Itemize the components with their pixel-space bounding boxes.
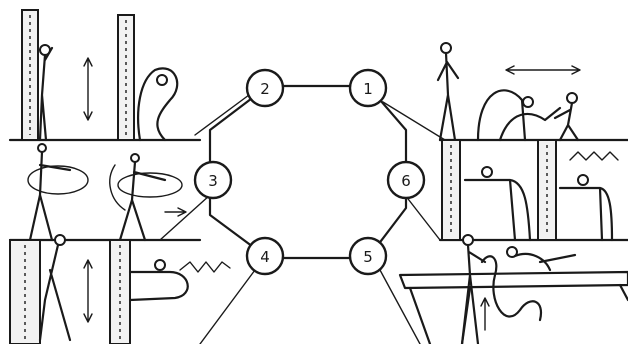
panel-station-1	[438, 43, 628, 140]
station-3-label: 3	[208, 172, 218, 190]
station-6-label: 6	[401, 172, 411, 190]
station-2-label: 2	[260, 80, 270, 98]
station-1: 1	[350, 70, 386, 106]
panel-station-3	[10, 144, 200, 240]
panel-station-2	[10, 10, 200, 140]
wall-bars	[110, 240, 130, 344]
station-5-label: 5	[363, 248, 373, 266]
station-1-label: 1	[363, 80, 373, 98]
circuit-ring	[210, 86, 406, 258]
station-4: 4	[247, 238, 283, 274]
panel-station-4	[10, 235, 230, 344]
station-2: 2	[247, 70, 283, 106]
station-4-label: 4	[260, 248, 270, 266]
panel-station-6	[440, 140, 628, 240]
panel-station-5	[400, 235, 628, 344]
station-3: 3	[195, 162, 231, 198]
wall-bars	[10, 240, 40, 344]
station-6: 6	[388, 162, 424, 198]
station-5: 5	[350, 238, 386, 274]
connector-lines	[160, 92, 445, 344]
